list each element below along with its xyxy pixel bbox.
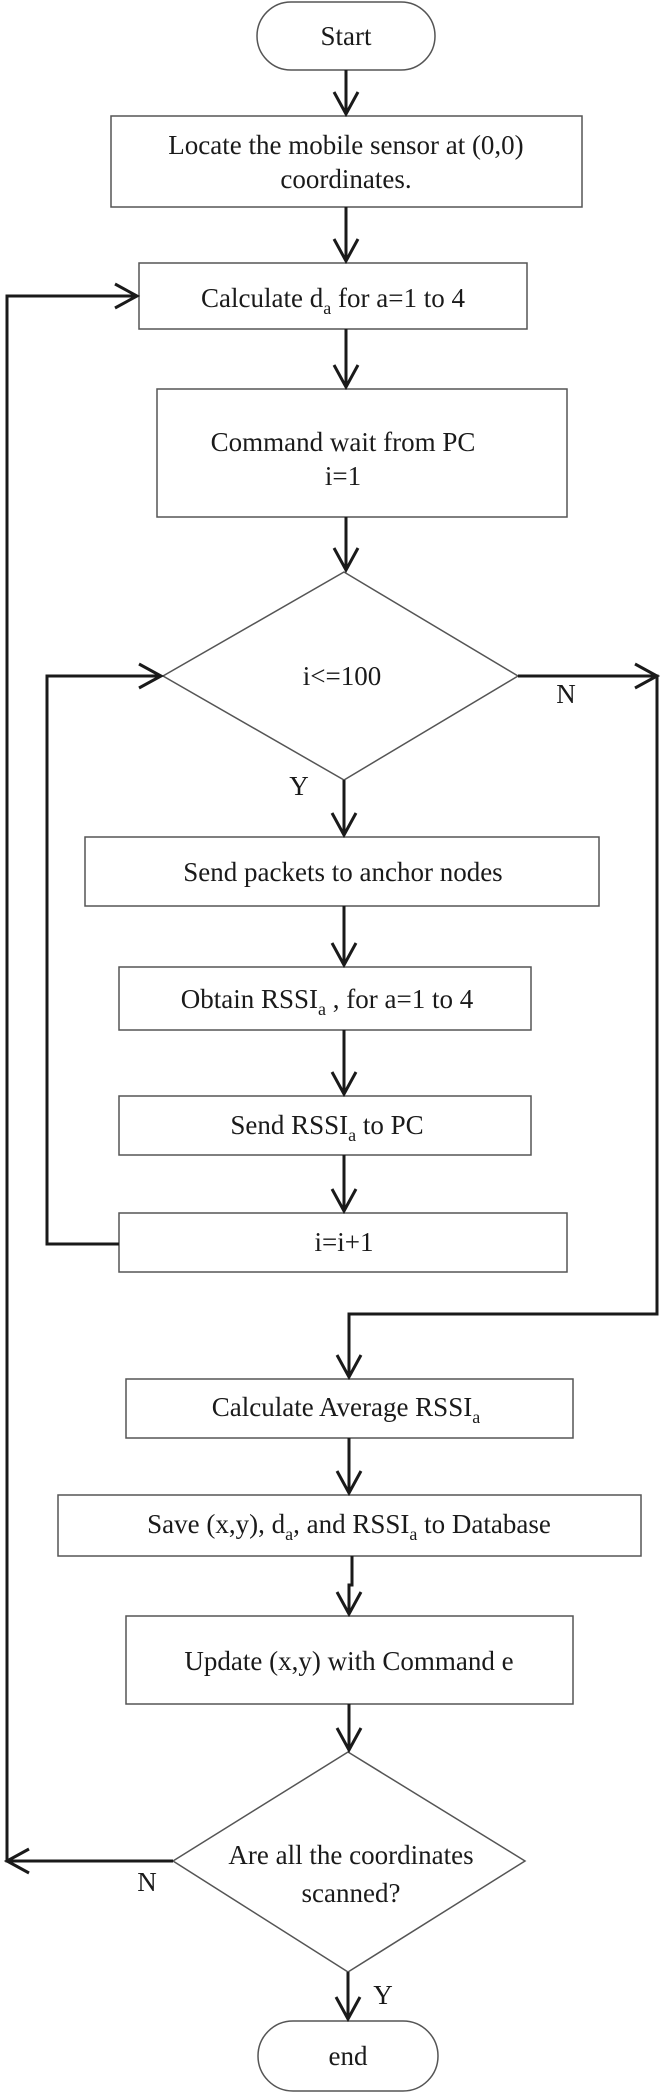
connector-scan-no: [5, 294, 173, 1863]
arrow-head-loop-no: [634, 662, 661, 690]
arrow-head-scan-no-left: [3, 1847, 30, 1875]
send-rssi-label: Send RSSIa to PC: [230, 1110, 423, 1145]
command-wait-box: [156, 388, 568, 518]
arrowheads: [3, 91, 661, 2023]
calc-distance-label: Calculate da for a=1 to 4: [201, 283, 465, 318]
arrow-head-loop: [332, 547, 360, 574]
scan-condition-label-line1: Are all the coordinates: [228, 1840, 473, 1870]
connector-loop-no: [347, 674, 659, 1377]
save-box: [57, 1494, 642, 1557]
locate-box: [110, 115, 583, 208]
locate-label-line2: coordinates.: [280, 164, 411, 194]
arrow-head-obtain: [330, 942, 358, 969]
arrow-head-packets: [330, 812, 358, 839]
calc-average-box: [125, 1378, 574, 1439]
connector-loop-back: [45, 674, 161, 1246]
arrow-head-update: [335, 1591, 363, 1618]
loop-no-label: N: [556, 679, 576, 709]
arrow-head-locate: [332, 91, 360, 118]
increment-box: [118, 1212, 568, 1273]
calc-distance-box: [138, 262, 528, 330]
obtain-rssi-box: [118, 966, 532, 1031]
connector-save-update: [347, 1556, 354, 1614]
arrow-head-average: [335, 1354, 363, 1381]
arrow-head-save: [335, 1470, 363, 1497]
loop-condition-label: i<=100: [303, 661, 381, 691]
send-packets-label: Send packets to anchor nodes: [183, 857, 502, 887]
start-label: Start: [321, 21, 372, 51]
update-box: [125, 1615, 574, 1705]
loop-yes-label: Y: [289, 771, 309, 801]
scan-no-label: N: [137, 1867, 157, 1897]
save-label: Save (x,y), da, and RSSIa to Database: [147, 1509, 551, 1544]
arrow-head-end: [334, 1996, 362, 2023]
end-label: end: [329, 2041, 368, 2071]
arrow-head-scan-no-calc: [114, 282, 141, 310]
locate-label-line1: Locate the mobile sensor at (0,0): [168, 130, 523, 160]
scan-condition-label-line2: scanned?: [302, 1878, 401, 1908]
arrow-head-loop-back: [138, 662, 165, 690]
calc-average-label: Calculate Average RSSIa: [212, 1392, 480, 1427]
arrow-head-calc: [332, 238, 360, 265]
arrow-head-scan: [335, 1727, 363, 1754]
arrow-head-command: [332, 364, 360, 391]
command-wait-label-line2: i=1: [325, 461, 361, 491]
connectors: [5, 70, 659, 2019]
arrow-head-increment: [330, 1188, 358, 1215]
send-packets-box: [84, 836, 600, 907]
scan-yes-label: Y: [373, 1980, 393, 2010]
update-label: Update (x,y) with Command e: [184, 1646, 513, 1676]
increment-label: i=i+1: [315, 1227, 374, 1257]
send-rssi-box: [118, 1095, 532, 1156]
command-wait-label-line1: Command wait from PC: [211, 427, 476, 457]
arrow-head-send: [330, 1071, 358, 1098]
obtain-rssi-label: Obtain RSSIa , for a=1 to 4: [181, 984, 474, 1019]
